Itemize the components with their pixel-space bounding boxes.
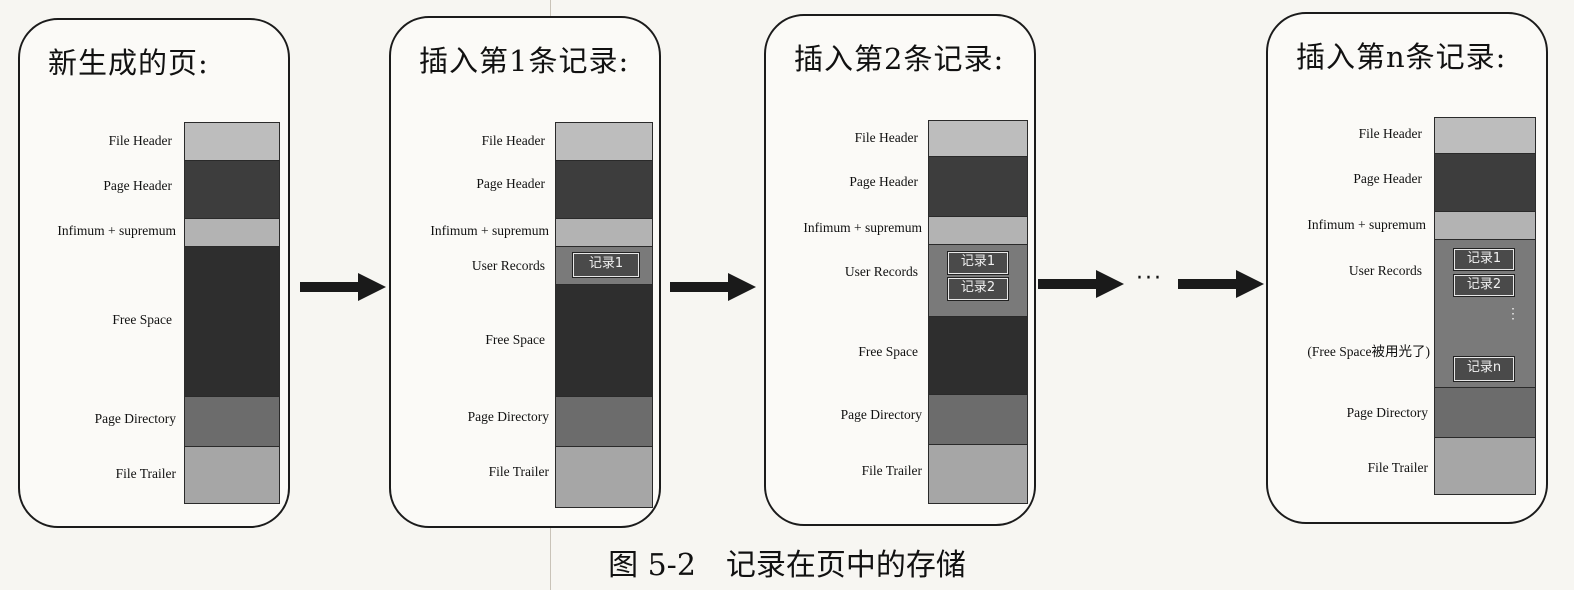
label-file-header: File Header [854,130,918,145]
segment-free-space [929,317,1027,395]
label-page-header: Page Header [103,178,172,193]
vertical-ellipsis: ⋮ [1506,307,1520,321]
label-free-space: Free Space [858,344,918,359]
label-file-header: File Header [1358,126,1422,141]
figure-caption: 图 5-2 记录在页中的存储 [608,548,966,583]
segment-free-space [556,285,652,397]
panel-title: 新生成的页: [48,46,209,80]
record-2-box: 记录2 [947,277,1009,301]
segment-file-header [1435,118,1535,154]
label-user-records: User Records [1348,263,1422,278]
segment-infimum-supremum [185,219,279,247]
label-free-space: Free Space [112,312,172,327]
panel-insert-record-n: 插入第n条记录: 记录1 记录2 ⋮ 记录n File Header Page … [1266,12,1548,524]
segment-file-trailer [185,447,279,503]
panel-insert-record-1: 插入第1条记录: 记录1 File Header Page Header Inf… [389,16,661,528]
label-infimum-supremum: Infimum + supremum [803,220,922,235]
label-page-directory: Page Directory [1346,405,1428,420]
segment-page-directory [556,397,652,447]
label-file-trailer: File Trailer [1367,460,1428,475]
page-structure-stack [555,122,653,508]
arrow-right-icon [1038,270,1124,298]
segment-page-header [929,157,1027,217]
record-1-box: 记录1 [1453,248,1515,271]
label-free-space-used-up: (Free Space被用光了) [1307,344,1430,359]
arrow-right-icon [1178,270,1264,298]
record-n-box: 记录n [1453,356,1515,382]
label-file-header: File Header [108,133,172,148]
segment-page-header [556,161,652,219]
label-user-records: User Records [471,258,545,273]
record-2-box: 记录2 [1453,274,1515,297]
segment-page-header [1435,154,1535,212]
segment-infimum-supremum [556,219,652,247]
label-page-directory: Page Directory [840,407,922,422]
label-page-header: Page Header [849,174,918,189]
segment-infimum-supremum [1435,212,1535,240]
label-file-trailer: File Trailer [115,466,176,481]
label-file-trailer: File Trailer [488,464,549,479]
segment-file-header [185,123,279,161]
segment-file-header [556,123,652,161]
label-free-space: Free Space [485,332,545,347]
page-structure-stack [1434,117,1536,495]
panel-title: 插入第n条记录: [1296,40,1507,74]
panel-title: 插入第2条记录: [794,42,1005,76]
panel-insert-record-2: 插入第2条记录: 记录1 记录2 File Header Page Header… [764,14,1036,526]
arrow-right-icon [300,273,386,301]
label-file-trailer: File Trailer [861,463,922,478]
segment-page-directory [1435,388,1535,438]
segment-page-directory [929,395,1027,445]
label-page-header: Page Header [476,176,545,191]
segment-file-header [929,121,1027,157]
label-user-records: User Records [844,264,918,279]
label-infimum-supremum: Infimum + supremum [1307,217,1426,232]
segment-page-directory [185,397,279,447]
label-page-directory: Page Directory [94,411,176,426]
label-infimum-supremum: Infimum + supremum [430,223,549,238]
label-page-directory: Page Directory [467,409,549,424]
ellipsis: ··· [1136,266,1163,291]
panel-title: 插入第1条记录: [419,44,630,78]
segment-file-trailer [556,447,652,507]
page-structure-stack [928,120,1028,504]
segment-free-space [185,247,279,397]
segment-file-trailer [1435,438,1535,494]
segment-page-header [185,161,279,219]
panel-new-page: 新生成的页: File Header Page Header Infimum +… [18,18,290,528]
record-1-box: 记录1 [572,252,640,278]
label-infimum-supremum: Infimum + supremum [57,223,176,238]
label-page-header: Page Header [1353,171,1422,186]
page-structure-stack [184,122,280,504]
record-1-box: 记录1 [947,251,1009,275]
label-file-header: File Header [481,133,545,148]
arrow-right-icon [670,273,756,301]
segment-file-trailer [929,445,1027,503]
segment-infimum-supremum [929,217,1027,245]
